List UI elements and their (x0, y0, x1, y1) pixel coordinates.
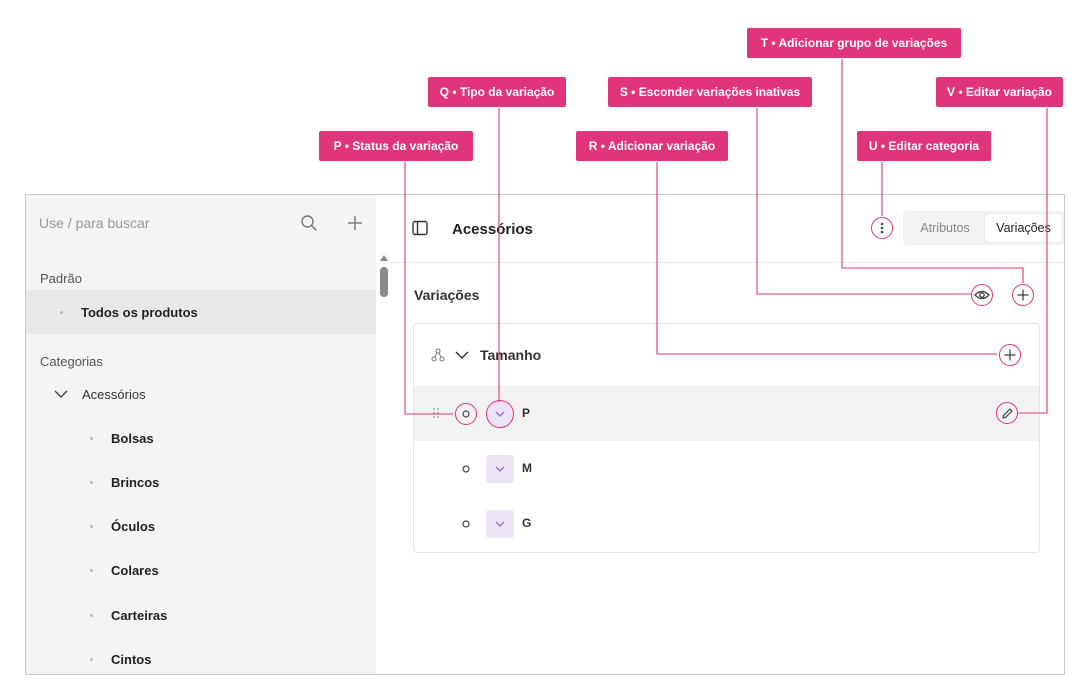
add-category-button[interactable] (344, 212, 366, 234)
app-window: Padrão Todos os produtos Categorias Aces… (25, 194, 1065, 675)
annotation-r: R • Adicionar variação (576, 131, 728, 161)
search-row (26, 195, 376, 251)
variation-row-p[interactable]: P (414, 386, 1039, 441)
sidebar-item-colares[interactable]: Colares (26, 548, 376, 592)
variation-name: P (522, 406, 531, 420)
variation-name: M (522, 461, 532, 475)
sidebar-item-label: Cintos (111, 651, 152, 667)
section-label-categories: Categorias (40, 354, 103, 369)
scrollbar-thumb[interactable] (380, 267, 388, 297)
variation-row-g[interactable]: G (414, 496, 1039, 551)
sidebar-item-label: Carteiras (111, 607, 168, 623)
view-tabs: Atributos Variações (903, 211, 1064, 245)
variation-status-toggle[interactable] (455, 458, 477, 480)
section-label-default: Padrão (40, 271, 82, 286)
variation-type-button[interactable] (486, 510, 514, 538)
eye-icon (974, 290, 990, 300)
chevron-down-icon (495, 411, 505, 417)
main-panel: Acessórios Atributos Variações Variações (391, 195, 1064, 674)
scroll-up-arrow-icon[interactable] (379, 253, 389, 263)
sidebar-toggle-icon[interactable] (411, 219, 429, 237)
bullet-icon (90, 480, 93, 484)
sidebar-item-label: Óculos (111, 518, 156, 534)
sidebar-item-bolsas[interactable]: Bolsas (26, 416, 376, 460)
bullet-icon (90, 436, 93, 440)
sidebar-item-label: Brincos (111, 474, 160, 490)
sidebar-item-label: Bolsas (111, 430, 154, 446)
page-title: Acessórios (452, 221, 533, 238)
sidebar-item-label: Acessórios (82, 386, 146, 402)
chevron-down-icon (495, 521, 505, 527)
edit-variation-button[interactable] (996, 402, 1018, 424)
status-circle-icon (462, 410, 470, 418)
tab-atributos[interactable]: Atributos (920, 221, 970, 235)
annotation-v: V • Editar variação (936, 77, 1063, 107)
variation-group-header[interactable]: Tamanho (414, 324, 1039, 386)
search-icon[interactable] (298, 212, 320, 234)
bullet-icon (90, 657, 93, 661)
variation-name: G (522, 516, 532, 530)
sidebar-item-brincos[interactable]: Brincos (26, 460, 376, 504)
hide-inactive-button[interactable] (971, 284, 993, 306)
status-circle-icon (462, 465, 470, 473)
sidebar-item-label: Colares (111, 562, 159, 578)
variation-row-m[interactable]: M (414, 441, 1039, 496)
annotation-u: U • Editar categoria (857, 131, 991, 161)
bullet-icon (90, 613, 93, 617)
sidebar-item-oculos[interactable]: Óculos (26, 504, 376, 548)
sidebar-item-carteiras[interactable]: Carteiras (26, 593, 376, 637)
sidebar: Padrão Todos os produtos Categorias Aces… (26, 195, 376, 674)
hierarchy-icon (430, 347, 446, 363)
bullet-icon (90, 568, 93, 572)
section-title: Variações (414, 287, 480, 303)
variation-type-button[interactable] (486, 455, 514, 483)
more-vertical-icon (880, 222, 884, 234)
chevron-down-icon (54, 390, 68, 398)
bullet-icon (60, 310, 63, 314)
variation-type-button[interactable] (486, 400, 514, 428)
bullet-icon (90, 524, 93, 528)
edit-category-button[interactable] (871, 217, 893, 239)
annotation-s: S • Esconder variações inativas (608, 77, 812, 107)
variation-group-name: Tamanho (480, 347, 542, 363)
drag-handle-icon[interactable] (430, 406, 442, 420)
plus-icon (1017, 289, 1029, 301)
sidebar-item-all-products[interactable]: Todos os produtos (26, 290, 376, 334)
pencil-icon (1001, 407, 1013, 419)
add-variation-button[interactable] (999, 344, 1021, 366)
chevron-down-icon (495, 466, 505, 472)
sidebar-item-acessorios[interactable]: Acessórios (26, 372, 376, 416)
topbar: Acessórios Atributos Variações (391, 195, 1064, 263)
sidebar-item-cintos[interactable]: Cintos (26, 637, 376, 674)
search-input[interactable] (39, 213, 269, 233)
plus-icon (348, 216, 362, 230)
annotation-q: Q • Tipo da variação (428, 77, 566, 107)
annotation-t: T • Adicionar grupo de variações (747, 28, 961, 58)
add-variation-group-button[interactable] (1012, 284, 1034, 306)
variation-status-toggle[interactable] (455, 403, 477, 425)
variation-group-card: Tamanho P (413, 323, 1040, 553)
tab-variacoes[interactable]: Variações (985, 214, 1062, 242)
annotation-p: P • Status da variação (319, 131, 473, 161)
sidebar-item-label: Todos os produtos (81, 304, 198, 320)
plus-icon (1004, 349, 1016, 361)
status-circle-icon (462, 520, 470, 528)
variation-status-toggle[interactable] (455, 513, 477, 535)
chevron-down-icon[interactable] (454, 347, 470, 363)
